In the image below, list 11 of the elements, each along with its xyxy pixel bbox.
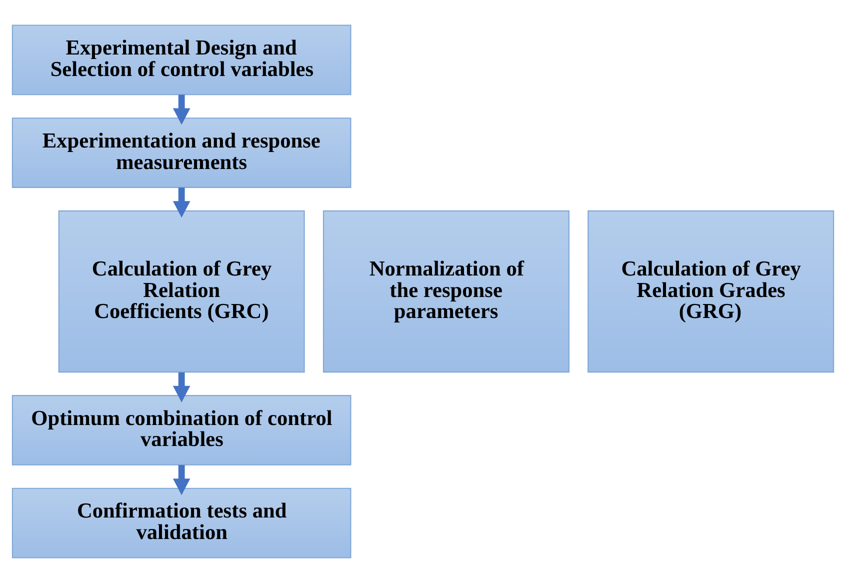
node-box: Normalization of the response parameters (322, 210, 570, 372)
node-box: Calculation of Grey Relation Grades (GRG) (588, 210, 834, 372)
node-box: Experimental Design and Selection of control variables (12, 24, 352, 95)
arrow (172, 464, 190, 495)
node-box: Calculation of Grey Relation Coefficients (GRC) (58, 210, 305, 372)
node-box: Optimum combination of control variables (12, 394, 352, 465)
node-box: Confirmation tests and validation (12, 487, 352, 558)
arrow (172, 187, 190, 218)
arrow (172, 372, 190, 402)
arrow (172, 94, 190, 124)
node-box: Experimentation and response measurements (12, 117, 352, 188)
